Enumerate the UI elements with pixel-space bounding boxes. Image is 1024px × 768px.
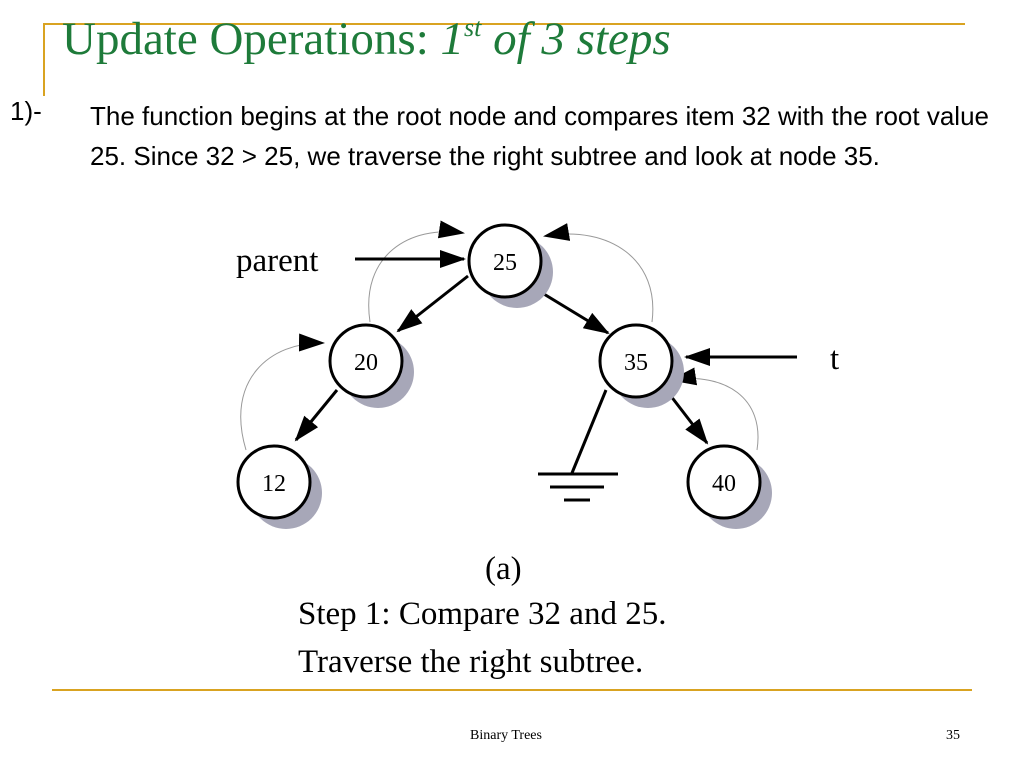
frame-top-line (43, 23, 965, 25)
node-value-12: 12 (262, 471, 286, 497)
parent-label: parent (236, 243, 318, 279)
page-number: 35 (946, 728, 960, 743)
step-description: The function begins at the root node and… (90, 101, 989, 171)
edge-20-to-12 (294, 389, 339, 442)
tree-node-20: 20 (328, 323, 414, 408)
null-ground-icon (538, 472, 618, 502)
edge-25-to-20 (396, 274, 469, 333)
edge-35-to-null (570, 389, 608, 474)
parent-link-12-to-20 (240, 333, 325, 451)
figure-label: (a) (485, 551, 522, 587)
title-main: Update Operations: (62, 13, 429, 65)
frame-left-line (43, 23, 45, 96)
tree-node-40: 40 (686, 444, 772, 529)
title-step-suffix: st (464, 13, 482, 42)
tree-node-35: 35 (598, 323, 684, 408)
parent-link-35-to-25 (543, 223, 654, 323)
parent-link-40-to-35 (670, 367, 759, 451)
footer-title: Binary Trees (470, 728, 542, 743)
step-number: 1)- (10, 96, 42, 126)
edge-25-to-35 (533, 286, 610, 335)
t-label: t (830, 341, 839, 377)
title-step-rest: of 3 steps (493, 13, 671, 65)
node-value-25: 25 (493, 250, 517, 276)
node-value-35: 35 (624, 350, 648, 376)
title-step-number: 1 (440, 13, 465, 65)
parent-link-20-to-25 (368, 220, 465, 323)
caption-line-1: Step 1: Compare 32 and 25. (298, 596, 667, 632)
edge-35-to-40 (665, 390, 709, 445)
caption-line-2: Traverse the right subtree. (298, 644, 644, 680)
tree-node-12: 12 (236, 444, 322, 529)
node-value-20: 20 (354, 350, 378, 376)
node-value-40: 40 (712, 471, 736, 497)
footer-divider (52, 689, 972, 691)
tree-node-25: 25 (467, 223, 553, 308)
slide-title: Update Operations: 1st of 3 steps (62, 13, 671, 66)
